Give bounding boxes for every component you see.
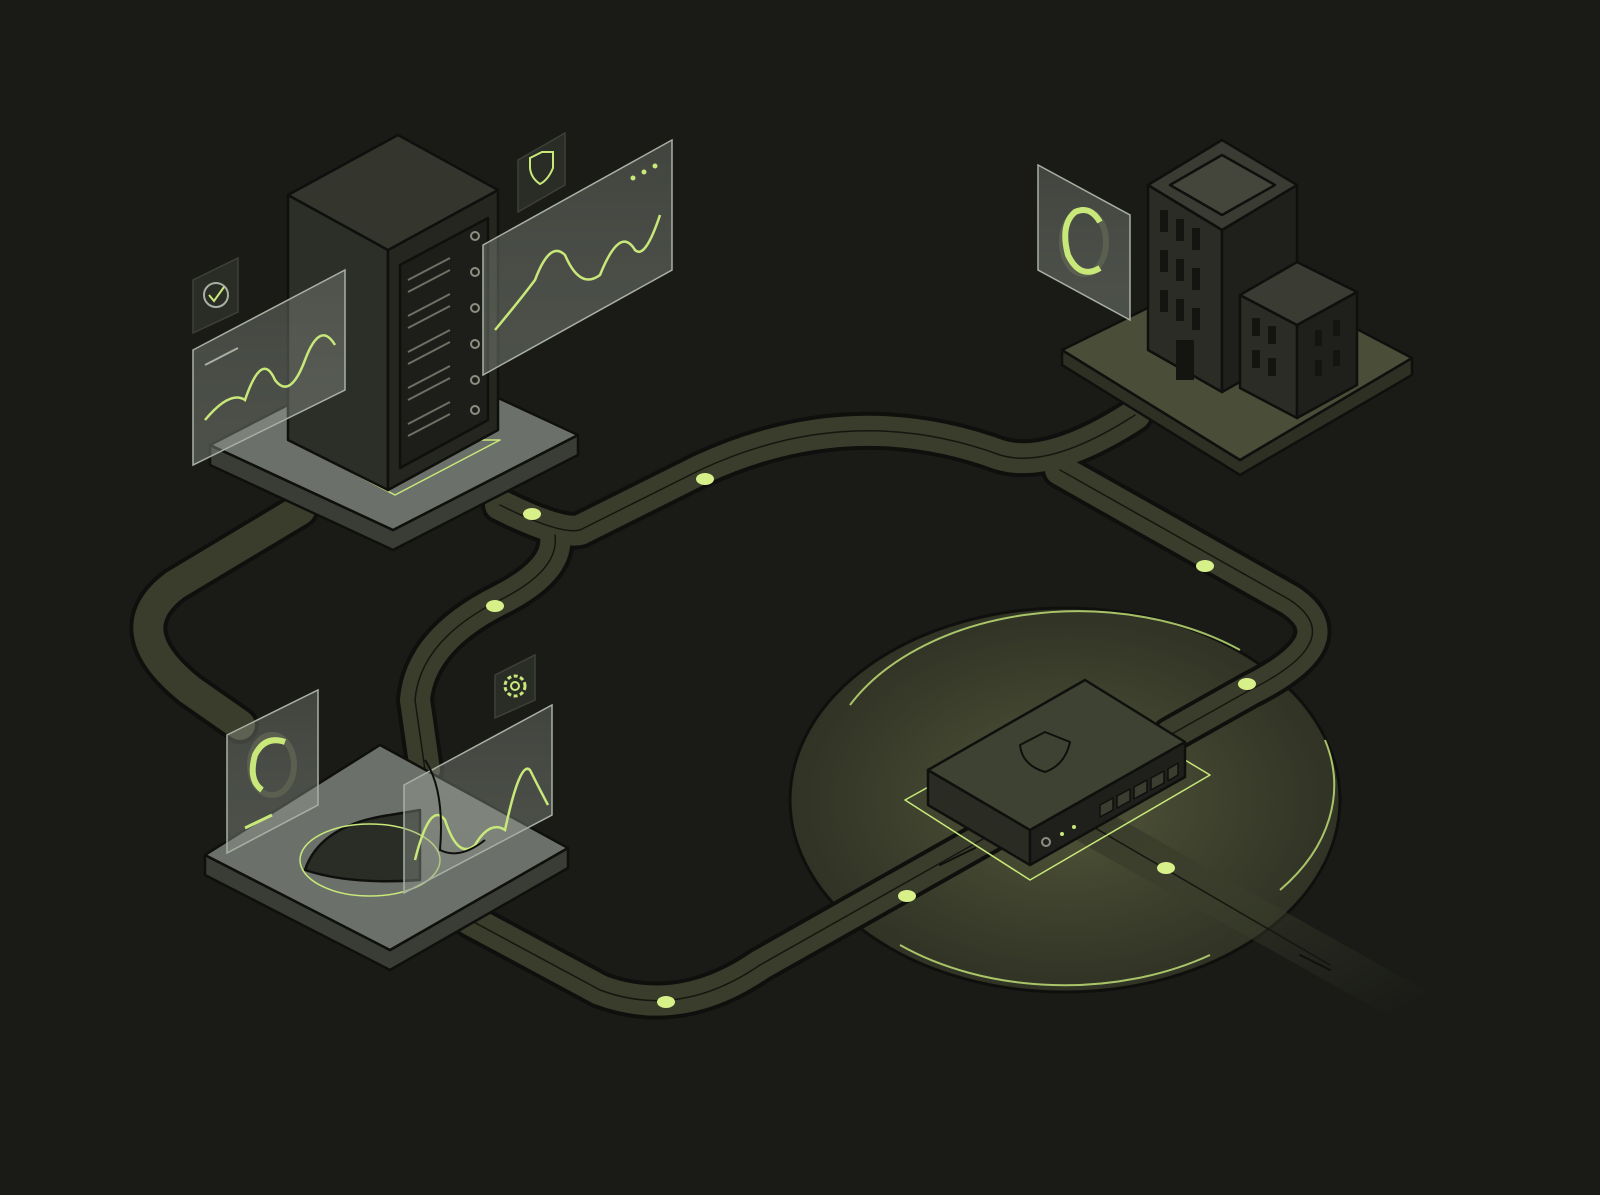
packet-dot	[1157, 862, 1175, 874]
packet-dot	[486, 600, 504, 612]
data-packets	[486, 473, 1256, 1008]
packet-dot	[1196, 560, 1214, 572]
wave-chart-icon	[204, 334, 337, 421]
gear-tile	[494, 653, 536, 720]
wave-chart-panel	[403, 703, 553, 895]
packet-dot	[696, 473, 714, 485]
wave-chart-panel	[192, 268, 346, 467]
office-building-icon	[1060, 138, 1414, 477]
ring-gauge-icon	[249, 737, 286, 793]
packet-dot	[898, 890, 916, 902]
wave-chart-panel	[482, 138, 673, 377]
shield-tile	[517, 131, 566, 214]
wave-chart-icon	[494, 214, 662, 331]
shield-icon	[1019, 731, 1071, 773]
ring-gauge-icon	[1062, 207, 1103, 275]
ring-gauge-panel	[1037, 163, 1131, 322]
device-pad	[203, 743, 570, 972]
check-tile	[192, 256, 239, 335]
arrow-icon	[1299, 954, 1331, 971]
packet-dot	[1238, 678, 1256, 690]
arrow-icon	[939, 847, 976, 866]
packet-dot	[523, 508, 541, 520]
check-icon	[208, 286, 225, 303]
ethernet-ports	[1099, 762, 1179, 818]
packet-dot	[657, 996, 675, 1008]
shield-icon	[529, 151, 554, 186]
gear-icon	[503, 674, 527, 698]
network-paths	[129, 396, 1430, 1025]
network-switch-icon	[904, 678, 1211, 881]
ring-gauge-panel	[226, 688, 319, 855]
